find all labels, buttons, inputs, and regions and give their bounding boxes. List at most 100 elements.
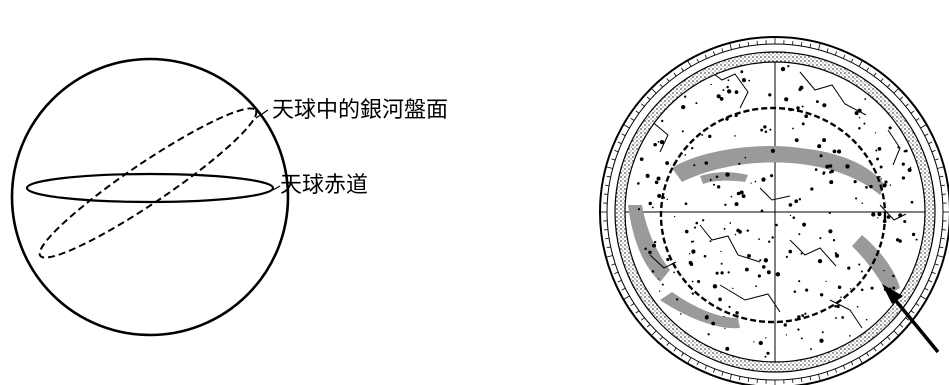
star-dot <box>836 304 840 309</box>
star-dot <box>691 249 696 254</box>
degree-tick <box>641 103 645 107</box>
degree-tick <box>866 67 870 72</box>
star-dot <box>879 165 883 169</box>
star-dot <box>688 260 693 265</box>
star-dot <box>739 190 744 195</box>
degree-tick <box>680 67 684 72</box>
degree-tick <box>729 42 732 50</box>
star-dot <box>801 314 805 317</box>
star-dot <box>679 313 682 315</box>
star-dot <box>770 148 776 153</box>
star-dot <box>882 183 887 188</box>
star-dot <box>788 108 793 112</box>
star-dot <box>802 224 806 227</box>
star-dot <box>656 176 661 181</box>
star-dot <box>729 222 732 224</box>
star-dot <box>768 93 772 97</box>
degree-tick <box>623 295 630 300</box>
degree-tick <box>605 237 610 240</box>
star-dot <box>834 304 837 308</box>
degree-tick <box>721 48 724 53</box>
star-dot <box>653 142 657 147</box>
star-dot <box>861 202 864 205</box>
star-dot <box>693 164 696 167</box>
star-dot <box>814 168 818 171</box>
star-dot <box>892 274 895 278</box>
star-dot <box>734 202 739 207</box>
degree-tick <box>915 303 920 307</box>
star-dot <box>796 106 800 110</box>
star-dot <box>798 233 801 236</box>
star-dot <box>710 83 712 86</box>
degree-tick <box>858 60 863 67</box>
star-dot <box>637 182 640 185</box>
star-dot <box>712 284 718 289</box>
star-dot <box>708 134 712 139</box>
degree-tick <box>800 377 803 382</box>
star-dot <box>884 180 888 184</box>
degree-tick <box>920 124 927 129</box>
star-dot <box>720 262 723 265</box>
star-dot <box>860 270 863 273</box>
star-dot <box>817 144 822 149</box>
star-dot <box>691 292 695 295</box>
degree-tick <box>893 87 900 94</box>
star-dot <box>822 171 826 175</box>
star-dot <box>665 161 669 165</box>
star-dot <box>874 132 877 134</box>
star-dot <box>801 105 804 108</box>
star-dot <box>757 274 761 278</box>
star-dot <box>675 298 679 301</box>
star-dot <box>798 280 801 283</box>
degree-tick <box>641 317 645 321</box>
degree-tick <box>931 271 936 275</box>
degree-tick <box>893 330 900 337</box>
degree-tick <box>666 78 670 82</box>
star-dot <box>755 285 758 288</box>
star-dot <box>701 219 705 222</box>
star-dot <box>720 271 724 275</box>
star-dot <box>821 331 824 334</box>
degree-tick <box>712 51 716 56</box>
degree-tick <box>704 54 708 59</box>
star-dot <box>775 223 778 227</box>
degree-tick <box>614 149 619 153</box>
stars <box>637 65 918 358</box>
degree-tick <box>934 158 939 161</box>
star-dot <box>911 232 916 237</box>
degree-tick <box>659 83 663 88</box>
star-dot <box>709 178 712 181</box>
star-dot <box>901 162 905 166</box>
degree-tick <box>915 117 920 121</box>
star-dot <box>915 238 918 241</box>
degree-tick <box>910 310 915 314</box>
star-dot <box>801 122 805 126</box>
star-dot <box>740 70 744 74</box>
star-dot <box>730 195 733 198</box>
degree-tick <box>910 110 915 114</box>
star-dot <box>673 271 675 274</box>
star-dot <box>747 253 751 258</box>
star-dot <box>693 226 697 229</box>
degree-tick <box>635 110 640 114</box>
degree-tick <box>738 376 741 381</box>
star-dot <box>858 116 861 119</box>
degree-tick <box>800 42 803 47</box>
star-dot <box>841 316 845 319</box>
star-dot <box>828 229 833 234</box>
star-dot <box>856 306 859 308</box>
star-dot <box>725 117 729 121</box>
star-dot <box>798 198 802 201</box>
star-dot <box>877 217 879 219</box>
star-dot <box>761 177 766 182</box>
degree-tick <box>650 87 657 94</box>
star-dot <box>712 183 716 186</box>
degree-tick <box>934 263 939 266</box>
star-dot <box>780 66 786 72</box>
degree-tick <box>680 352 684 357</box>
star-dot <box>857 108 862 113</box>
star-dot <box>684 154 687 156</box>
star-dot <box>785 255 788 259</box>
star-dot <box>787 65 790 68</box>
